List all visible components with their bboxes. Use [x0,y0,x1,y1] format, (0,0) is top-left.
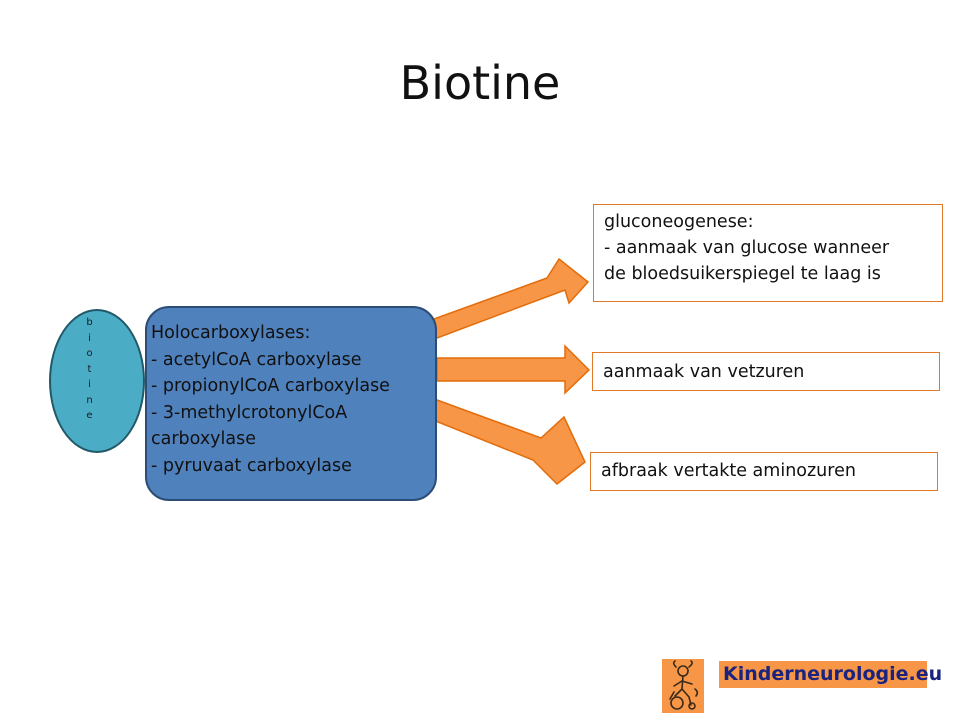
arrow-to-aminozuren [416,395,586,486]
biotine-ellipse: b i o t i n e [49,309,145,453]
outcome-line: aanmaak van vetzuren [603,362,805,382]
biotine-letter: e [86,410,93,421]
holo-line: carboxylase [151,429,256,449]
arrow-to-gluconeogenese [422,257,590,342]
holo-line: - acetylCoA carboxylase [151,349,362,370]
vetzuren-box: aanmaak van vetzuren [592,352,940,391]
biotine-letter: t [87,363,92,375]
biotine-letter: i [88,379,91,390]
biotine-letter: i [88,332,91,344]
brand-logo-icon [662,659,704,713]
holo-line: - pyruvaat carboxylase [151,455,352,476]
biotine-letter: b [86,317,93,328]
outcome-line: afbraak vertakte aminozuren [601,461,856,481]
biotine-letter: n [86,394,93,406]
holo-line: - 3-methylcrotonylCoA [151,402,348,423]
gluconeogenese-box: gluconeogenese: - aanmaak van glucose wa… [593,204,943,302]
biotine-letter: o [86,348,93,359]
outcome-line: - aanmaak van glucose wanneer [604,238,890,258]
page-title: Biotine [399,56,561,110]
holo-heading: Holocarboxylases: [151,323,311,343]
outcome-line: gluconeogenese: [604,212,754,232]
holo-line: - propionylCoA carboxylase [151,376,390,396]
holocarboxylases-box: Holocarboxylases: - acetylCoA carboxylas… [145,306,437,501]
outcome-line: de bloedsuikerspiegel te laag is [604,264,881,284]
aminozuren-box: afbraak vertakte aminozuren [590,452,938,491]
brand-name: Kinderneurologie.eu [719,661,942,688]
biotine-vertical-label: b i o t i n e [51,315,128,424]
arrow-to-vetzuren [436,344,591,395]
